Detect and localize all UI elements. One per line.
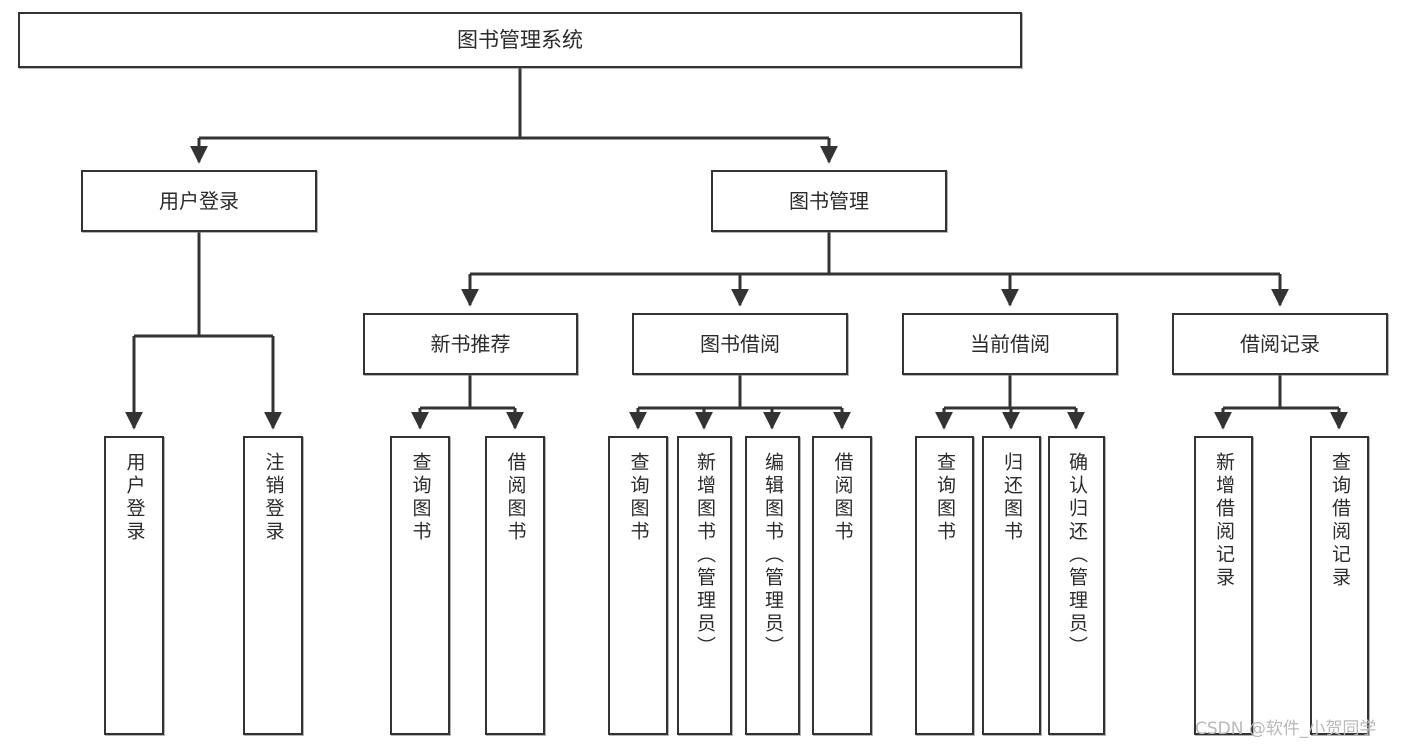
node-label: 当前借阅 — [970, 331, 1050, 356]
node-book-borrow[interactable]: 图书借阅 — [632, 313, 848, 375]
node-user-login[interactable]: 用户登录 — [81, 170, 317, 232]
node-new-book-recommend[interactable]: 新书推荐 — [363, 313, 578, 375]
node-label: 借阅图书 — [831, 452, 854, 544]
watermark: CSDN @软件_小贺同学 — [1195, 719, 1377, 739]
node-current-borrow[interactable]: 当前借阅 — [902, 313, 1118, 375]
node-label: 编辑图书（管理员） — [762, 452, 784, 659]
leaf-add-borrow-record[interactable]: 新增借阅记录 — [1194, 436, 1253, 735]
leaf-borrow-book-recommend[interactable]: 借阅图书 — [485, 436, 545, 735]
leaf-query-borrow-record[interactable]: 查询借阅记录 — [1310, 436, 1369, 735]
node-book-management[interactable]: 图书管理 — [711, 170, 947, 232]
leaf-user-login[interactable]: 用户登录 — [104, 436, 164, 735]
leaf-query-book-borrow[interactable]: 查询图书 — [608, 436, 668, 735]
node-label: 用户登录 — [159, 188, 239, 213]
node-label: 新增图书（管理员） — [694, 452, 716, 659]
node-label: 图书管理 — [789, 188, 869, 213]
node-root[interactable]: 图书管理系统 — [18, 12, 1022, 68]
node-label: 查询图书 — [409, 452, 432, 544]
node-label: 确认归还（管理员） — [1066, 452, 1088, 659]
node-label: 借阅图书 — [504, 452, 527, 544]
node-label: 查询图书 — [627, 452, 650, 544]
node-label: 新书推荐 — [430, 331, 511, 356]
node-label: 借阅记录 — [1240, 331, 1320, 356]
node-label: 图书管理系统 — [457, 27, 583, 52]
leaf-edit-book-admin[interactable]: 编辑图书（管理员） — [745, 436, 800, 735]
leaf-add-book-admin[interactable]: 新增图书（管理员） — [677, 436, 732, 735]
leaf-return-book[interactable]: 归还图书 — [982, 436, 1041, 735]
leaf-query-book-current[interactable]: 查询图书 — [915, 436, 974, 735]
node-label: 查询借阅记录 — [1329, 452, 1351, 590]
leaf-borrow-book[interactable]: 借阅图书 — [812, 436, 872, 735]
leaf-query-book-recommend[interactable]: 查询图书 — [390, 436, 450, 735]
node-label: 图书借阅 — [700, 331, 780, 356]
node-borrow-record[interactable]: 借阅记录 — [1172, 313, 1388, 375]
leaf-confirm-return-admin[interactable]: 确认归还（管理员） — [1048, 436, 1105, 735]
node-label: 用户登录 — [123, 452, 146, 544]
node-label: 注销登录 — [262, 452, 285, 544]
node-label: 新增借阅记录 — [1213, 452, 1235, 590]
leaf-logout[interactable]: 注销登录 — [243, 436, 303, 735]
node-label: 归还图书 — [1001, 452, 1023, 544]
node-label: 查询图书 — [934, 452, 956, 544]
